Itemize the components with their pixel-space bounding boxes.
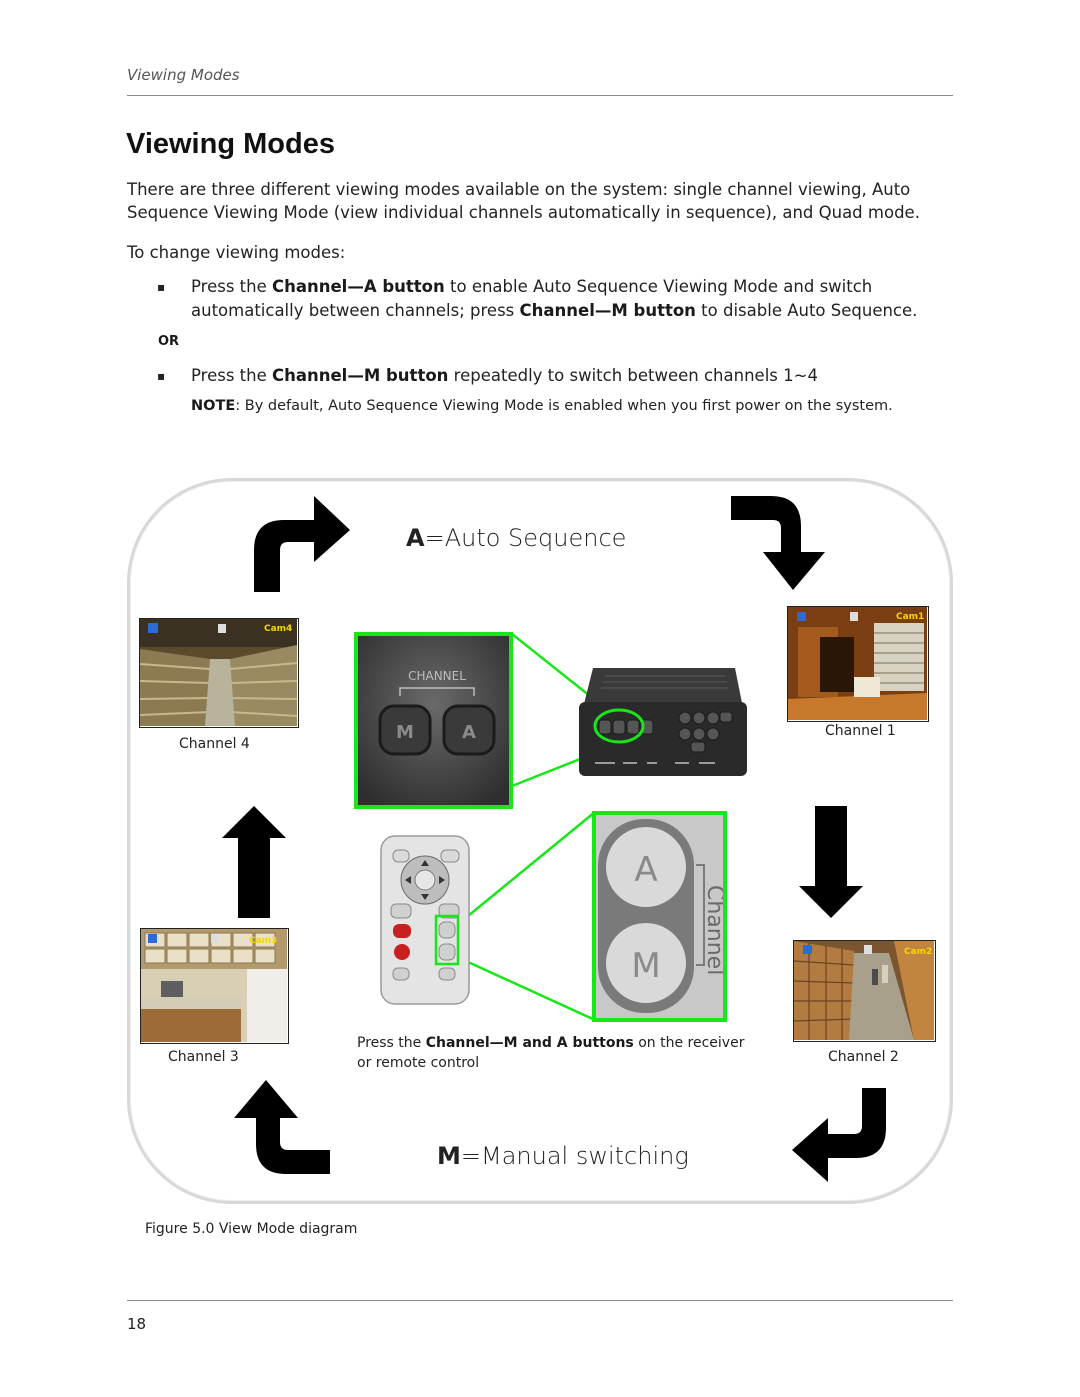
remote-channel-label: Channel (702, 885, 723, 975)
page-title: Viewing Modes (126, 128, 335, 160)
bullet-square-icon: ▪ (157, 369, 166, 383)
channel-4-view: Cam4 (139, 618, 299, 728)
figure-caption: Figure 5.0 View Mode diagram (145, 1221, 358, 1237)
arrow-curve-down-left-icon (792, 1088, 886, 1182)
channel-a-button-ref: Channel—A button (272, 277, 445, 296)
osd-label: Cam4 (264, 624, 292, 634)
channel-2-label: Channel 2 (828, 1049, 899, 1065)
buttons-caption-bold: Channel—M and A buttons (425, 1035, 634, 1051)
running-header: Viewing Modes (127, 66, 240, 84)
note: NOTE: By default, Auto Sequence Viewing … (191, 398, 893, 414)
remote-a-button-label: A (634, 850, 657, 890)
bullet-text: Press the Channel—M button repeatedly to… (191, 366, 818, 385)
arrow-curve-down-icon (731, 496, 825, 590)
warehouse-shelves-image: Cam4 (140, 619, 298, 726)
bullet-text: Press the Channel—A button to enable Aut… (191, 277, 918, 320)
osd-label: Cam3 (249, 936, 277, 946)
buttons-caption-line2: or remote control (357, 1055, 480, 1071)
auto-sequence-label: A=Auto Sequence (406, 524, 627, 552)
bullet-manual: ▪ Press the Channel—M button repeatedly … (157, 364, 957, 388)
receiver-channel-label: CHANNEL (408, 669, 466, 683)
osd-label: Cam2 (904, 947, 932, 957)
channel-m-button-ref: Channel—M button (272, 366, 449, 385)
channel-4-label: Channel 4 (179, 736, 250, 752)
receiver-m-button-label: M (396, 722, 414, 743)
to-change-text: To change viewing modes: (127, 243, 346, 262)
page-number: 18 (127, 1315, 147, 1333)
osd-label: Cam1 (896, 612, 924, 622)
receiver-unit-image (579, 668, 747, 776)
channel-2-view: Cam2 (793, 940, 936, 1042)
channel-3-view: Cam3 (140, 928, 289, 1044)
manual-switching-label: M=Manual switching (437, 1142, 689, 1170)
channel-1-view: Cam1 (787, 606, 929, 722)
remote-buttons-photo: A M Channel (596, 815, 723, 1018)
warehouse-boxes-image: Cam2 (794, 941, 934, 1040)
remote-m-button-label: M (631, 946, 660, 986)
channel-3-label: Channel 3 (168, 1049, 239, 1065)
arrow-curve-up-right-icon (254, 496, 350, 592)
arrow-up-icon (222, 806, 286, 918)
intro-paragraph: There are three different viewing modes … (127, 180, 920, 222)
note-label: NOTE (191, 398, 236, 414)
note-text: : By default, Auto Sequence Viewing Mode… (235, 398, 893, 414)
receiver-a-button-label: A (462, 722, 476, 743)
remote-control-image (380, 835, 470, 1005)
buttons-caption: Press the Channel—M and A buttons on the… (357, 1035, 745, 1071)
arrow-curve-up-left-icon (234, 1080, 330, 1174)
remote-channel-closeup: A M Channel (592, 811, 727, 1022)
or-label: OR (158, 334, 180, 349)
arrow-down-icon (799, 806, 863, 918)
interior-room-image: Cam1 (788, 607, 927, 720)
receiver-channel-closeup: CHANNEL M A (354, 632, 513, 809)
office-counter-image: Cam3 (141, 929, 287, 1042)
bullet-auto-sequence: ▪ Press the Channel—A button to enable A… (157, 275, 957, 323)
channel-m-button-ref: Channel—M button (519, 301, 696, 320)
bullet-square-icon: ▪ (157, 280, 166, 294)
receiver-buttons-photo: CHANNEL M A (358, 636, 509, 805)
header-rule (127, 95, 953, 96)
footer-rule (127, 1300, 953, 1301)
channel-1-label: Channel 1 (825, 723, 896, 739)
